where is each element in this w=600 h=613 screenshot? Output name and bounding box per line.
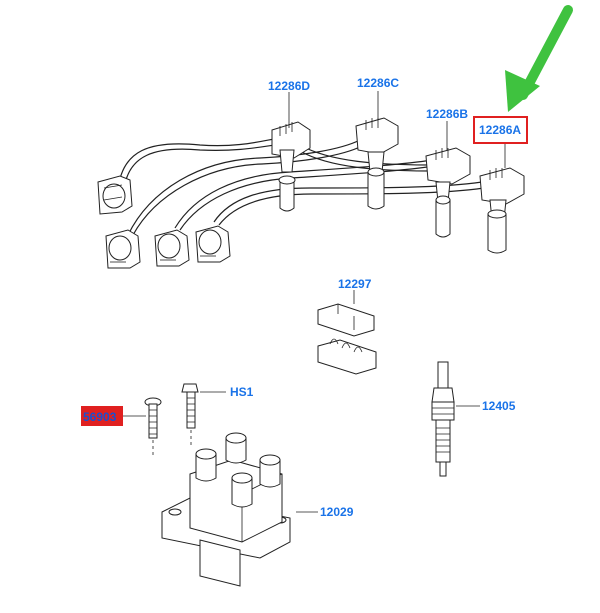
arrow-shaft bbox=[518, 5, 573, 100]
label-screw[interactable]: 56903 bbox=[83, 410, 117, 424]
label-clip[interactable]: 12297 bbox=[338, 277, 372, 291]
lead-boot-left-1 bbox=[97, 175, 133, 215]
label-coil[interactable]: 12029 bbox=[320, 505, 354, 519]
highlight-fill-screw bbox=[81, 406, 123, 426]
lead-clip bbox=[317, 303, 377, 375]
lead-boot-left-2 bbox=[105, 229, 141, 269]
screw bbox=[144, 397, 162, 456]
lead-boot-left-3 bbox=[154, 229, 190, 267]
lead-connector-d bbox=[271, 121, 311, 212]
label-spark-plug[interactable]: 12405 bbox=[482, 399, 516, 413]
lead-connector-c bbox=[355, 117, 399, 210]
label-bolt[interactable]: HS1 bbox=[230, 385, 254, 399]
bolt bbox=[181, 383, 199, 446]
ignition-coil bbox=[161, 432, 291, 587]
arrow-head bbox=[505, 70, 540, 112]
lead-connector-a bbox=[479, 167, 525, 254]
arrow-icon bbox=[505, 5, 573, 112]
spark-plug bbox=[431, 361, 455, 477]
lead-connector-b bbox=[425, 147, 471, 238]
ignition-lead-set bbox=[97, 117, 525, 269]
highlight-box-lead-a bbox=[473, 116, 528, 144]
label-lead-c[interactable]: 12286C bbox=[357, 76, 399, 90]
label-lead-b[interactable]: 12286B bbox=[426, 107, 468, 121]
label-lead-a[interactable]: 12286A bbox=[479, 123, 521, 137]
label-lead-d[interactable]: 12286D bbox=[268, 79, 310, 93]
lead-boot-left-4 bbox=[195, 225, 231, 263]
